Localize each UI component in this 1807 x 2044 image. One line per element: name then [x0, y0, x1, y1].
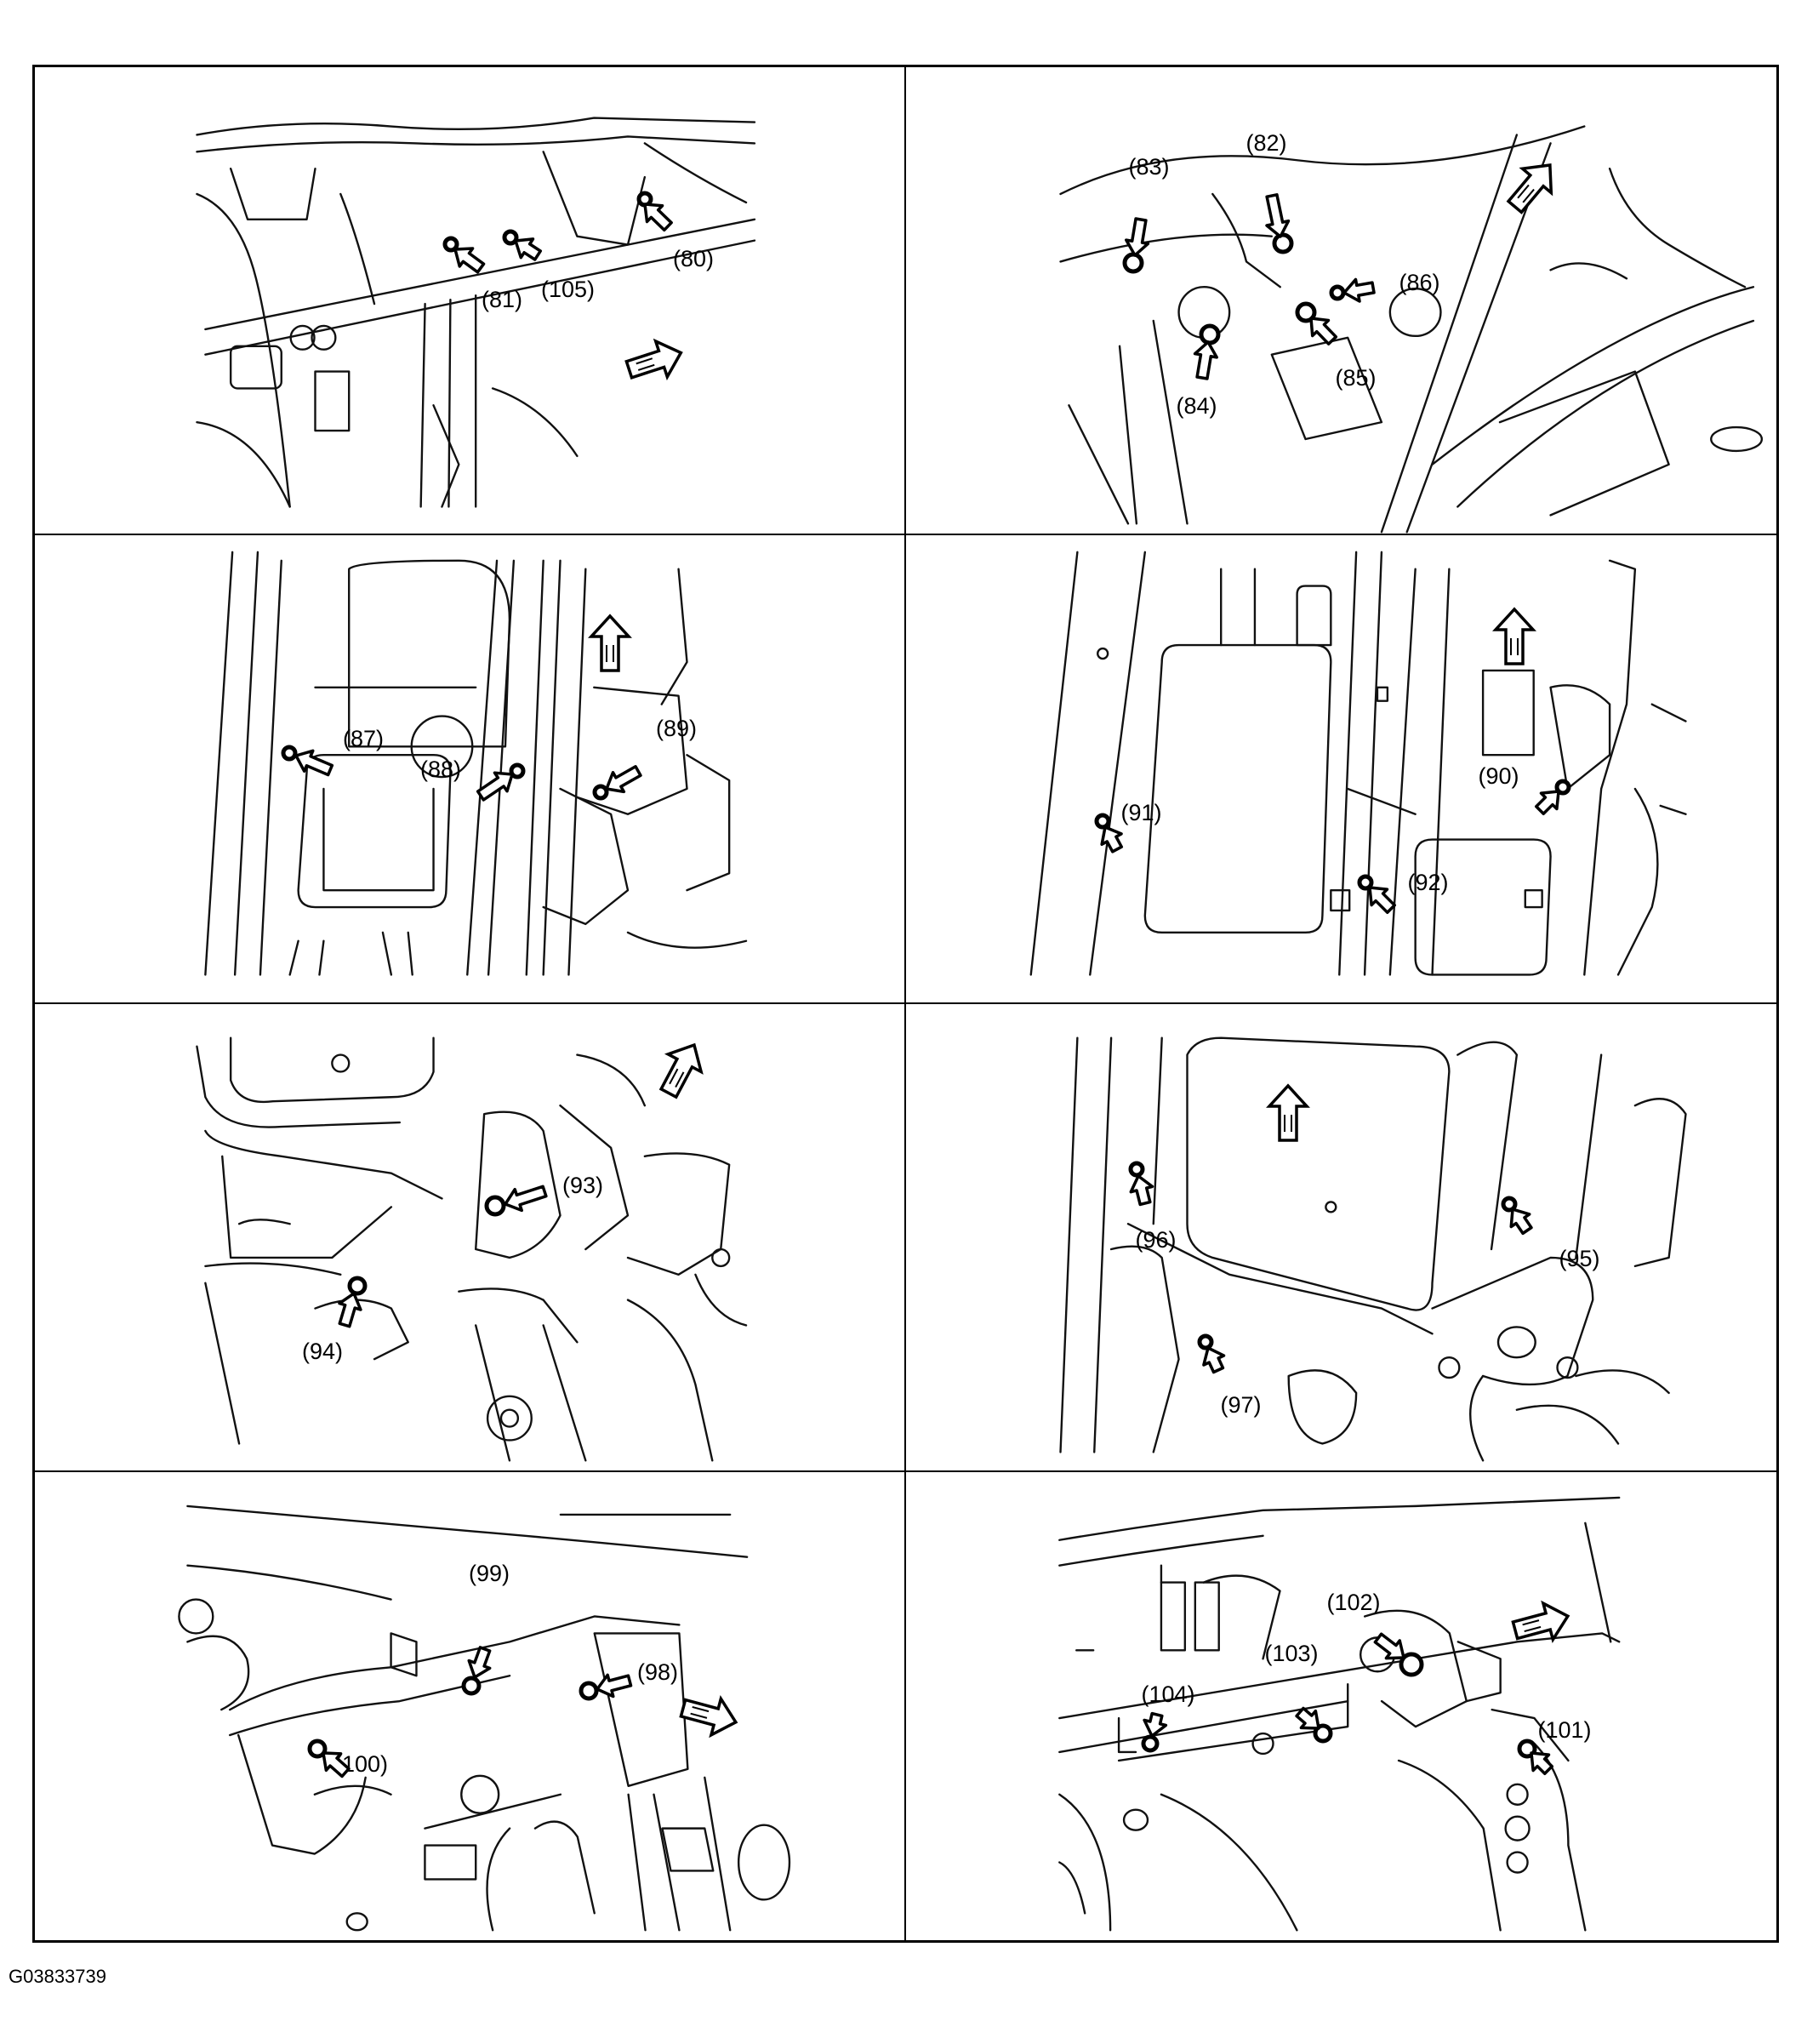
callout-85: (85)	[1335, 365, 1377, 391]
panel-1-drawing	[196, 117, 756, 508]
callout-103: (103)	[1264, 1640, 1319, 1666]
callout-91: (91)	[1120, 800, 1162, 826]
callout-89: (89)	[656, 716, 698, 742]
callout-81: (81)	[482, 287, 523, 312]
callout-90: (90)	[1478, 763, 1519, 790]
panel-8-drawing	[1057, 1496, 1620, 1932]
panel-5-drawing	[196, 1036, 748, 1462]
panel-4-drawing	[1029, 551, 1687, 976]
callout-84: (84)	[1176, 393, 1217, 419]
callout-102: (102)	[1326, 1589, 1381, 1615]
panel-6: (95) (96) (97)	[905, 1004, 1776, 1472]
callout-99: (99)	[469, 1560, 510, 1586]
panel-7-drawing	[178, 1504, 791, 1932]
panel-8: (101) (102) (103) (104)	[906, 1472, 1777, 1940]
panel-3-drawing	[204, 551, 748, 976]
callout-105: (105)	[541, 277, 596, 302]
figure-id: G03833739	[9, 1966, 106, 1987]
callout-87: (87)	[343, 726, 385, 752]
callout-95: (95)	[1559, 1245, 1600, 1271]
callout-93: (93)	[562, 1172, 604, 1198]
callout-96: (96)	[1135, 1226, 1177, 1253]
callout-100: (100)	[334, 1750, 389, 1777]
callout-86: (86)	[1399, 270, 1440, 295]
panel-5: (93) (94)	[35, 1003, 906, 1472]
callout-82: (82)	[1246, 130, 1287, 156]
panel-1: (80) (81) (105)	[35, 67, 906, 536]
callout-94: (94)	[302, 1338, 344, 1364]
callout-92: (92)	[1407, 870, 1449, 896]
callout-98: (98)	[637, 1659, 679, 1685]
callout-80: (80)	[673, 246, 715, 271]
panel-7: (98) (99) (100)	[35, 1471, 906, 1940]
callout-101: (101)	[1537, 1716, 1592, 1743]
panel-2-drawing	[1058, 125, 1763, 534]
callout-104: (104)	[1141, 1681, 1195, 1707]
callout-88: (88)	[420, 757, 462, 783]
panel-6-drawing	[1058, 1036, 1687, 1462]
diagram-grid: (80) (81) (105) (82) (83) (84) (85) (86)	[32, 65, 1779, 1943]
callout-83: (83)	[1128, 154, 1170, 180]
panel-4: (90) (91) (92)	[905, 535, 1776, 1004]
panel-2: (82) (83) (84) (85) (86)	[905, 67, 1776, 536]
callout-97: (97)	[1220, 1391, 1262, 1418]
panel-3: (87) (88) (89)	[35, 535, 906, 1004]
